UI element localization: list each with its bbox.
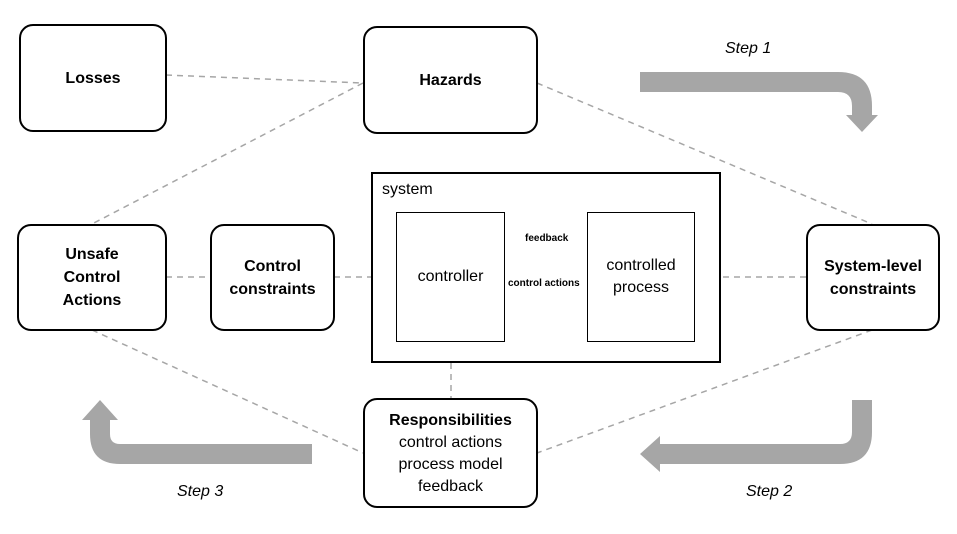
responsibilities-box: Responsibilities control actions process… xyxy=(363,398,538,508)
process-line-1: controlled xyxy=(606,257,676,274)
responsibilities-line-1: control actions xyxy=(398,433,503,451)
responsibilities-line-2: process model xyxy=(398,455,503,473)
controlled-process-box: controlled process xyxy=(587,212,695,342)
connector-system-constraints-responsibilities xyxy=(536,329,873,454)
step2-label: Step 2 xyxy=(746,483,793,500)
losses-label: Losses xyxy=(65,69,121,87)
hazards-label: Hazards xyxy=(419,71,482,89)
control-constraints-line-2: constraints xyxy=(229,280,316,298)
connector-hazards-system-constraints xyxy=(536,82,873,225)
step1-label: Step 1 xyxy=(725,40,772,57)
control-constraints-box: Control constraints xyxy=(210,224,335,331)
controller-label: controller xyxy=(417,268,484,285)
feedback-label: feedback xyxy=(525,233,569,244)
step3-label: Step 3 xyxy=(177,483,224,500)
hazards-box: Hazards xyxy=(363,26,538,134)
connector-hazards-ucas xyxy=(91,82,364,225)
connector-ucas-responsibilities xyxy=(91,329,364,454)
responsibilities-line-3: feedback xyxy=(418,477,483,495)
control-actions-label: control actions xyxy=(508,278,580,289)
system-label: system xyxy=(382,181,433,198)
step2-arrow xyxy=(640,400,872,472)
ucas-line-3: Actions xyxy=(62,292,122,309)
connector-losses-hazards xyxy=(165,74,364,84)
process-line-2: process xyxy=(612,279,670,296)
responsibilities-title: Responsibilities xyxy=(389,411,512,429)
step3-arrow xyxy=(82,400,312,464)
system-constraints-line-1: System-level xyxy=(824,257,922,275)
control-constraints-line-1: Control xyxy=(244,257,301,275)
system-level-constraints-box: System-level constraints xyxy=(806,224,940,331)
controller-box: controller xyxy=(396,212,505,342)
step1-arrow xyxy=(640,72,878,132)
system-constraints-line-2: constraints xyxy=(829,280,917,298)
ucas-line-1: Unsafe xyxy=(65,246,119,263)
ucas-line-2: Control xyxy=(63,269,121,286)
unsafe-control-actions-box: Unsafe Control Actions xyxy=(17,224,167,331)
losses-box: Losses xyxy=(19,24,167,132)
